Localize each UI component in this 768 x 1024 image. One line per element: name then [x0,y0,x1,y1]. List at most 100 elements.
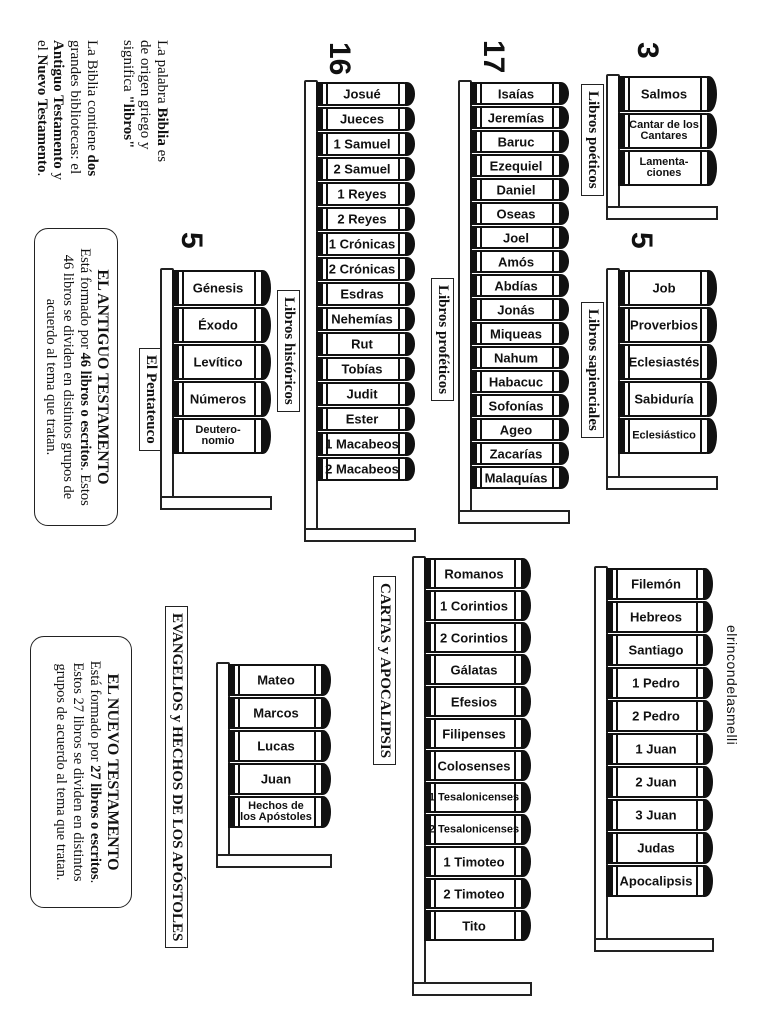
new-testament-text-3: grupos de acuerdo al tema que tratan. [53,663,70,881]
book-title: 1 Corintios [440,598,508,613]
book-spine-decoration [230,732,235,760]
book-title: Josué [343,86,381,102]
new-testament-title: EL NUEVO TESTAMENTO [104,673,121,871]
book-spine-decoration [703,700,713,732]
book-spine-decoration [174,272,179,304]
book-spine-decoration [480,420,482,439]
book-spine-decoration [261,270,271,306]
book-spine-decoration [426,848,431,875]
new-testament-text-1: Está formado por 27 libros o escritos. [86,660,103,884]
new-testament-info-box: EL NUEVO TESTAMENTO Está formado por 27 … [30,636,132,908]
book-spine-decoration [700,152,702,184]
book-spine: 2 Tesalonicenses [424,814,531,845]
book-spine: 1 Corintios [424,590,531,621]
book-spine-decoration [472,84,477,103]
book-spine-decoration [182,346,184,378]
book-spine-decoration [434,656,436,683]
book-spine-decoration [696,867,698,895]
book-spine: 1 Samuel [316,132,415,156]
book-spine-decoration [182,309,184,341]
shelf-side [458,510,570,524]
book-title: Oseas [496,206,536,221]
book-spine-decoration [703,832,713,864]
book-spine: Efesios [424,686,531,717]
book-spine-decoration [703,568,713,600]
book-title: Filipenses [442,726,506,741]
book-spine: Éxodo [172,307,271,343]
book-spine-decoration [326,259,328,279]
book-spine: Sabiduría [618,381,717,417]
book-title: Éxodo [198,317,238,333]
book-title: Eclesiástico [632,429,696,442]
book-spine-decoration [426,624,431,651]
book-spine-decoration [318,159,323,179]
book-spine: Santiago [606,634,713,666]
book-spine-decoration [398,409,400,429]
book-title: 2 Samuel [333,161,391,177]
book-title: 1 Pedro [632,675,680,691]
book-spine-decoration [318,459,323,479]
sapienciales-label: Libros sapienciales [581,302,604,438]
book-title: Romanos [444,566,504,581]
book-spine-decoration [700,420,702,452]
old-testament-info-box: EL ANTIGUO TESTAMENTO Está formado por 4… [34,228,118,526]
book-title: Judas [637,840,675,856]
book-spine: Habacuc [470,370,569,393]
book-spine-decoration [616,603,618,631]
book-spine-decoration [521,590,531,621]
book-title: Habacuc [488,374,544,389]
book-spine: 2 Reyes [316,207,415,231]
book-spine-decoration [326,384,328,404]
book-spine: Eclesiastés [618,344,717,380]
book-spine-decoration [620,420,625,452]
book-spine-decoration [405,407,415,431]
book-spine-decoration [703,601,713,633]
book-spine-decoration [426,560,431,587]
book-spine-decoration [398,309,400,329]
book-spine: Nehemías [316,307,415,331]
book-title: 2 Corintios [440,630,508,645]
book-spine-decoration [552,204,554,223]
book-spine-decoration [480,108,482,127]
book-spine-decoration [321,796,331,828]
book-spine-decoration [521,782,531,813]
book-spine: Isaías [470,82,569,105]
evangelios-label: EVANGELIOS y HECHOS DE LOS APÓSTOLES [165,606,188,949]
book-spine: Filemón [606,568,713,600]
book-spine-decoration [472,156,477,175]
book-title: Miqueas [489,326,543,341]
book-title: 1 Reyes [337,186,387,202]
book-spine-decoration [472,348,477,367]
book-title: Job [652,280,676,296]
profeticos-count: 17 [477,40,510,74]
book-spine-decoration [559,298,569,321]
book-spine-decoration [628,78,630,110]
book-spine-decoration [405,307,415,331]
book-spine-decoration [318,334,323,354]
book-spine-decoration [405,107,415,131]
book-spine-decoration [480,348,482,367]
book-spine-decoration [559,106,569,129]
book-spine-decoration [314,765,316,793]
book-spine-decoration [405,182,415,206]
book-spine-decoration [318,209,323,229]
book-spine-decoration [514,560,516,587]
book-title: Números [189,391,247,407]
book-title: 2 Reyes [337,211,387,227]
book-spine-decoration [398,234,400,254]
book-spine-decoration [434,880,436,907]
book-spine-decoration [559,250,569,273]
old-testament-text-1: Está formado por 46 libros o escritos. E… [76,248,93,506]
book-spine-decoration [326,334,328,354]
book-title: 1 Timoteo [443,854,505,869]
book-spine: 1 Timoteo [424,846,531,877]
poeticos-label: Libros poéticos [581,84,604,196]
book-title: Zacarías [489,446,543,461]
book-spine-decoration [480,252,482,271]
book-spine-decoration [480,300,482,319]
book-spine: Jonás [470,298,569,321]
book-spine-decoration [707,381,717,417]
book-spine-decoration [398,384,400,404]
book-spine-decoration [514,720,516,747]
